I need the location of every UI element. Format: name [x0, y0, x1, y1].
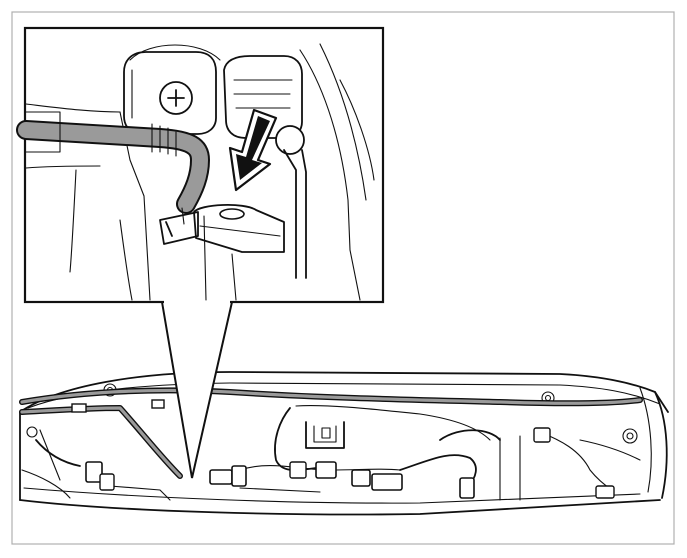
down-arrow-icon — [228, 108, 278, 192]
vehicle-panel — [19, 371, 669, 516]
figure-frame — [11, 11, 675, 545]
harness-bracket — [305, 421, 345, 449]
detail-callout — [16, 26, 385, 304]
connector-group — [85, 427, 615, 499]
wiring-harness-secondary — [35, 405, 641, 491]
wiring-harness-main — [19, 387, 643, 479]
